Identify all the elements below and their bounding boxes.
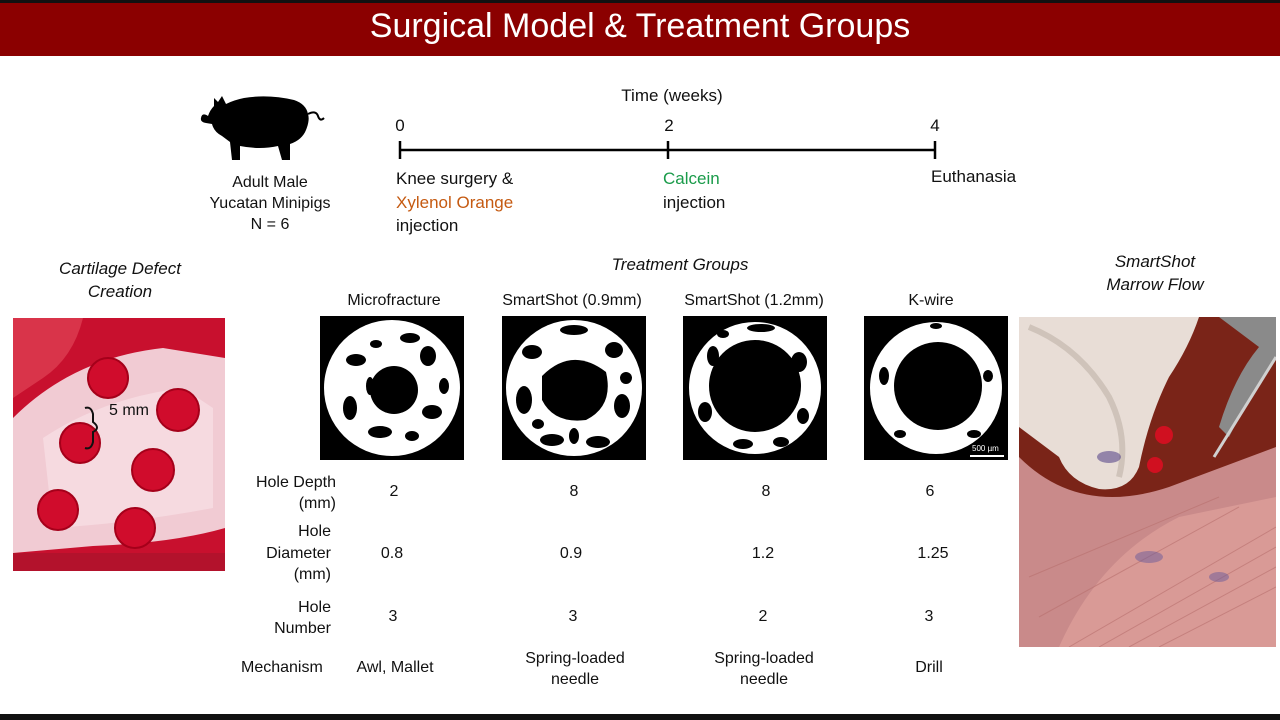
page-title: Surgical Model & Treatment Groups	[369, 7, 911, 45]
row-label-hole-depth-1: Hole Depth	[255, 474, 336, 491]
row-label-hole-depth: Hole Depth (mm)	[236, 472, 336, 514]
cell-depth-smartshot-0.9: 8	[569, 483, 579, 500]
cell-number-smartshot-1.2: 2	[758, 608, 768, 625]
group-label-k-wire: K-wire	[908, 292, 954, 309]
defect-title-line-1: Cartilage Defect	[59, 259, 181, 278]
microct-scan-microfracture	[320, 316, 464, 460]
defect-scale-label: 5 mm	[109, 402, 149, 419]
timeline-event-week-0: Knee surgery & Xylenol Orange injection	[396, 167, 513, 238]
cell-diameter-smartshot-0.9: 0.9	[559, 545, 583, 562]
bottom-bar	[0, 714, 1280, 720]
defect-panel-title: Cartilage Defect Creation	[20, 257, 220, 303]
cell-mechanism-smartshot-1.2-line-1: Spring-loaded	[714, 650, 814, 667]
cell-mechanism-k-wire: Drill	[915, 659, 943, 676]
pig-icon	[198, 92, 330, 162]
subjects-line-3: N = 6	[250, 216, 290, 233]
cell-number-microfracture: 3	[388, 608, 398, 625]
cell-mechanism-smartshot-0.9-line-2: needle	[550, 671, 600, 688]
cell-mechanism-smartshot-0.9-line-1: Spring-loaded	[525, 650, 625, 667]
marrow-panel-title: SmartShot Marrow Flow	[1060, 250, 1250, 296]
row-label-hole-number: Hole Number	[236, 597, 331, 639]
cell-depth-k-wire: 6	[925, 483, 935, 500]
subjects-line-2: Yucatan Minipigs	[209, 195, 331, 212]
defect-photo: 5 mm	[13, 318, 225, 571]
group-label-microfracture: Microfracture	[347, 292, 441, 309]
timeline-axis-label: Time (weeks)	[621, 86, 723, 105]
row-label-hole-diameter-1: Hole	[298, 523, 331, 540]
defect-title-line-2: Creation	[87, 282, 153, 301]
title-bar	[0, 0, 1280, 56]
event-2-line-2: injection	[663, 192, 726, 212]
treatment-heading: Treatment Groups	[611, 255, 749, 274]
row-label-hole-number-2: Number	[274, 620, 331, 637]
row-label-hole-depth-2: (mm)	[298, 495, 336, 512]
subjects-label: Adult Male Yucatan Minipigs N = 6	[190, 172, 350, 235]
group-label-smartshot-0.9: SmartShot (0.9mm)	[502, 292, 642, 309]
timeline-tick-label-0: 0	[395, 116, 405, 135]
timeline-event-week-2: Calcein injection	[663, 167, 725, 214]
event-0-line-1: Knee surgery &	[396, 169, 514, 188]
subjects-line-1: Adult Male	[232, 174, 308, 191]
group-label-smartshot-1.2: SmartShot (1.2mm)	[684, 292, 824, 309]
cell-depth-smartshot-1.2: 8	[761, 483, 771, 500]
cell-diameter-k-wire: 1.25	[917, 545, 949, 562]
microct-scan-smartshot-1.2	[683, 316, 827, 460]
cell-depth-microfracture: 2	[389, 483, 399, 500]
event-2-calcein: Calcein	[663, 169, 720, 188]
microct-scale-bar-label: 500 µm	[972, 444, 999, 453]
cell-mechanism-microfracture: Awl, Mallet	[356, 659, 434, 676]
cell-mechanism-smartshot-0.9: Spring-loaded needle	[505, 648, 645, 690]
row-label-hole-diameter-3: (mm)	[293, 566, 331, 583]
timeline-axis	[398, 141, 937, 159]
row-label-hole-diameter-2: Diameter	[266, 544, 331, 562]
marrow-title-line-1: SmartShot	[1114, 252, 1196, 271]
cell-mechanism-smartshot-1.2-line-2: needle	[739, 671, 789, 688]
marrow-flow-photo	[1019, 317, 1276, 647]
cell-number-k-wire: 3	[924, 608, 934, 625]
cell-number-smartshot-0.9: 3	[568, 608, 578, 625]
cell-diameter-smartshot-1.2: 1.2	[751, 545, 775, 562]
row-label-hole-diameter: Hole Diameter (mm)	[236, 521, 331, 586]
microct-scan-smartshot-0.9	[502, 316, 646, 460]
timeline-tick-label-2: 2	[664, 116, 674, 135]
cell-mechanism-smartshot-1.2: Spring-loaded needle	[694, 648, 834, 690]
microct-scan-k-wire: 500 µm	[864, 316, 1008, 460]
event-0-line-3: injection	[396, 216, 459, 235]
row-label-hole-number-1: Hole	[298, 599, 331, 616]
marrow-title-line-2: Marrow Flow	[1106, 275, 1204, 294]
row-label-mechanism: Mechanism	[241, 659, 323, 676]
timeline-tick-label-4: 4	[930, 116, 940, 135]
event-0-xylenol: Xylenol Orange	[396, 192, 514, 212]
timeline-event-week-4: Euthanasia	[931, 167, 1017, 186]
cell-diameter-microfracture: 0.8	[380, 545, 404, 562]
